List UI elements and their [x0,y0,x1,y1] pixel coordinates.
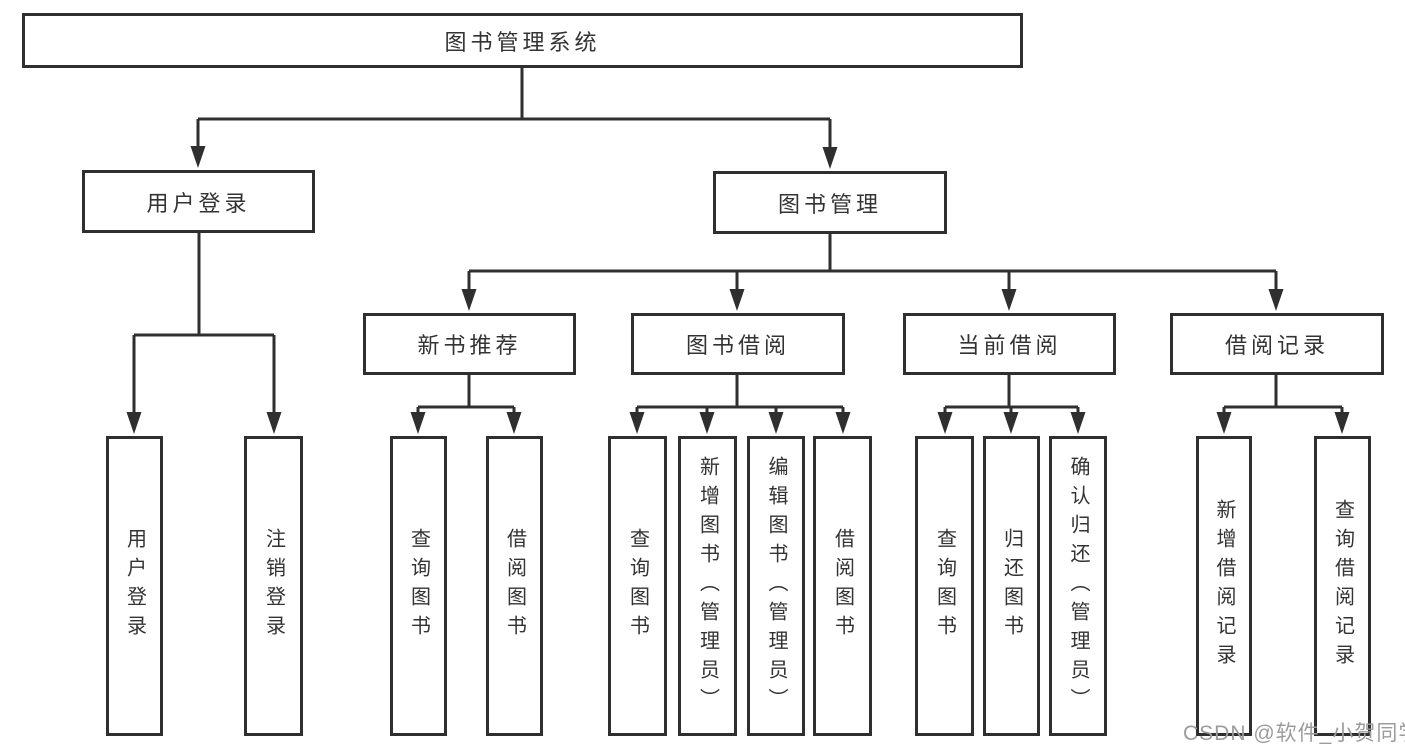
node-leaf-edit-books-admin: 编辑图书（管理员） [747,436,805,736]
leaf-label: 注销登录 [262,528,285,644]
leaf-label: 查询图书 [626,528,649,644]
node-leaf-return-books: 归还图书 [983,436,1040,736]
node-leaf-user-login: 用户登录 [106,436,163,736]
csdn-watermark: CSDN @软件_小贺同学 [1183,722,1405,745]
node-current-borrow: 当前借阅 [903,313,1116,375]
node-borrow-records: 借阅记录 [1170,313,1384,375]
node-book-borrow: 图书借阅 [631,313,845,375]
node-leaf-query-books-current: 查询图书 [915,436,974,736]
leaf-label: 查询借阅记录 [1331,499,1354,673]
node-root-library-system: 图书管理系统 [22,13,1023,68]
node-leaf-query-books-borrow: 查询图书 [608,436,667,736]
leaf-label: 归还图书 [1000,528,1023,644]
node-leaf-confirm-return-admin: 确认归还（管理员） [1049,436,1107,736]
leaf-label: 查询图书 [933,528,956,644]
leaf-label: 用户登录 [123,528,146,644]
leaf-label: 借阅图书 [503,528,526,644]
leaf-label: 新增图书（管理员） [696,455,719,717]
leaf-label: 编辑图书（管理员） [765,455,787,717]
node-leaf-add-borrow-record: 新增借阅记录 [1196,436,1252,736]
node-book-management: 图书管理 [713,171,947,234]
node-new-book-recommend: 新书推荐 [363,313,576,375]
leaf-label: 借阅图书 [831,528,854,644]
node-leaf-borrow-books: 借阅图书 [813,436,872,736]
node-leaf-add-books-admin: 新增图书（管理员） [678,436,737,736]
node-leaf-borrow-books-recommend: 借阅图书 [486,436,543,736]
node-leaf-query-borrow-record: 查询借阅记录 [1314,436,1371,736]
node-user-login: 用户登录 [82,170,315,233]
node-leaf-query-books-recommend: 查询图书 [390,436,447,736]
leaf-label: 新增借阅记录 [1213,499,1235,673]
leaf-label: 查询图书 [407,528,430,644]
node-leaf-logout: 注销登录 [244,436,303,736]
leaf-label: 确认归还（管理员） [1067,455,1089,717]
